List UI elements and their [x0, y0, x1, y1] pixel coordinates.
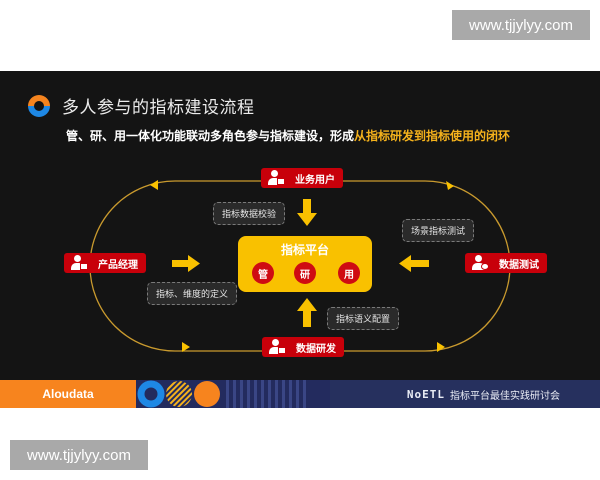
title-row: 多人参与的指标建设流程 — [28, 93, 255, 118]
noetl-logo: NoETL — [406, 387, 445, 401]
loop-arrow-icon — [437, 342, 445, 352]
pill-manage: 管 — [252, 262, 274, 284]
role-label: 业务用户 — [295, 174, 335, 186]
event-title: 指标平台最佳实践研讨会 — [450, 390, 560, 402]
footer-banner: Aloudata — [0, 380, 600, 408]
user-manager-icon — [70, 255, 88, 271]
role-data-development: 数据研发 — [262, 337, 344, 357]
role-label: 数据研发 — [296, 343, 336, 355]
user-chart-icon — [268, 339, 286, 355]
bubble-metric-definition: 指标、维度的定义 — [147, 282, 238, 305]
role-label: 产品经理 — [98, 259, 138, 271]
bubble-data-validation: 指标数据校验 — [213, 202, 286, 225]
user-chat-icon — [267, 170, 285, 186]
user-gear-icon — [471, 255, 489, 271]
subtitle-highlight: 从指标研发到指标使用的闭环 — [354, 129, 511, 143]
watermark-top: www.tjjylyy.com — [452, 10, 590, 40]
pill-develop: 研 — [294, 262, 316, 284]
role-business-user: 业务用户 — [261, 168, 343, 188]
loop-arrow-icon — [446, 181, 454, 190]
loop-arrow-icon — [182, 342, 190, 352]
metrics-platform-box: 指标平台 管 研 用 — [238, 236, 372, 292]
arrow-down-icon — [297, 199, 317, 226]
ring-logo-icon — [28, 94, 50, 117]
loop-arrow-icon — [150, 180, 158, 190]
watermark-bottom: www.tjjylyy.com — [10, 440, 148, 470]
bubble-semantic-config: 指标语义配置 — [327, 307, 400, 330]
arrow-right-icon — [172, 255, 200, 272]
role-label: 数据测试 — [499, 259, 539, 271]
brand-logo: Aloudata — [0, 380, 136, 408]
role-product-manager: 产品经理 — [64, 253, 146, 273]
arrow-left-icon — [399, 255, 429, 272]
arrow-up-icon — [297, 298, 317, 327]
decorative-shapes — [136, 380, 330, 408]
platform-title: 指标平台 — [280, 243, 329, 257]
slide-subtitle: 管、研、用一体化功能联动多角色参与指标建设，形成从指标研发到指标使用的闭环 — [66, 127, 510, 144]
event-title-area: NoETL 指标平台最佳实践研讨会 — [330, 380, 600, 408]
bubble-scenario-testing: 场景指标测试 — [402, 219, 475, 242]
loop-track — [89, 180, 511, 352]
slide-title: 多人参与的指标建设流程 — [62, 98, 255, 118]
subtitle-plain: 管、研、用一体化功能联动多角色参与指标建设，形成 — [66, 129, 355, 143]
pill-use: 用 — [338, 262, 360, 284]
role-data-testing: 数据测试 — [465, 253, 547, 273]
slide: 多人参与的指标建设流程 管、研、用一体化功能联动多角色参与指标建设，形成从指标研… — [0, 71, 600, 408]
